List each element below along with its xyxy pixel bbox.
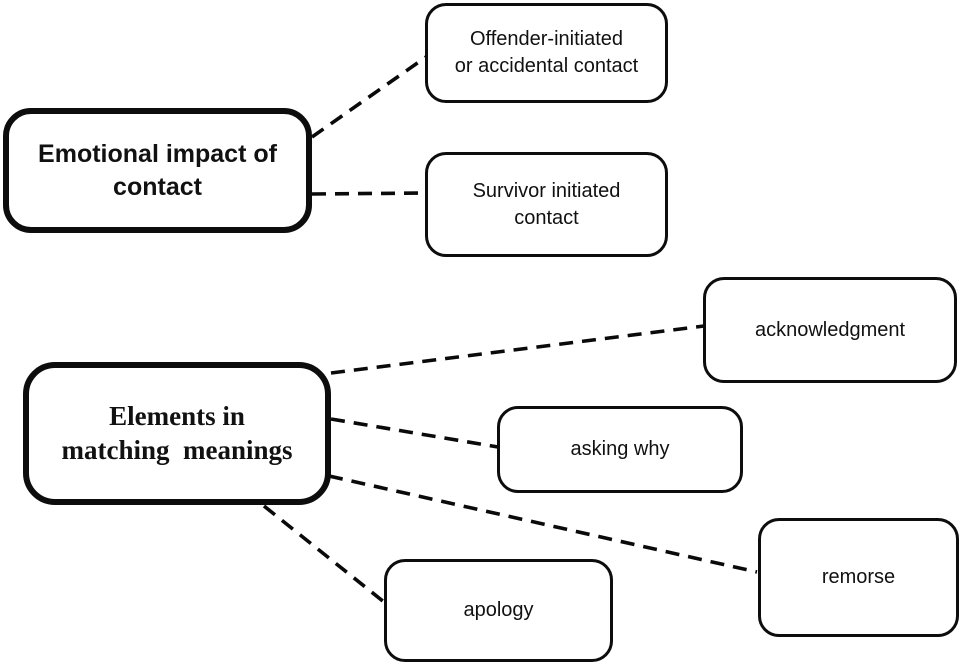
node-survivor-initiated: Survivor initiated contact xyxy=(425,152,668,257)
node-offender-initiated-label: Offender-initiated or accidental contact xyxy=(454,28,639,77)
edge-emotional-offender xyxy=(310,55,428,139)
node-elements-matching-meanings-label: Elements in matching meanings xyxy=(61,400,293,465)
edge-elements-asking-why xyxy=(330,417,499,449)
edge-emotional-survivor xyxy=(311,191,427,196)
node-acknowledgment-label: acknowledgment xyxy=(754,318,906,341)
edge-elements-acknowledgment xyxy=(330,324,705,375)
node-asking-why: asking why xyxy=(497,406,743,493)
edge-elements-apology xyxy=(262,504,386,604)
node-elements-matching-meanings: Elements in matching meanings xyxy=(23,362,331,505)
node-remorse-label: remorse xyxy=(821,566,896,588)
node-emotional-impact-label: Emotional impact of contact xyxy=(38,140,277,201)
node-apology-label: apology xyxy=(463,599,534,621)
node-offender-initiated: Offender-initiated or accidental contact xyxy=(425,3,668,103)
node-apology: apology xyxy=(384,559,613,662)
node-acknowledgment: acknowledgment xyxy=(703,277,957,383)
node-asking-why-label: asking why xyxy=(570,438,670,460)
node-survivor-initiated-label: Survivor initiated contact xyxy=(472,179,621,229)
node-emotional-impact: Emotional impact of contact xyxy=(3,108,312,233)
node-remorse: remorse xyxy=(758,518,959,637)
